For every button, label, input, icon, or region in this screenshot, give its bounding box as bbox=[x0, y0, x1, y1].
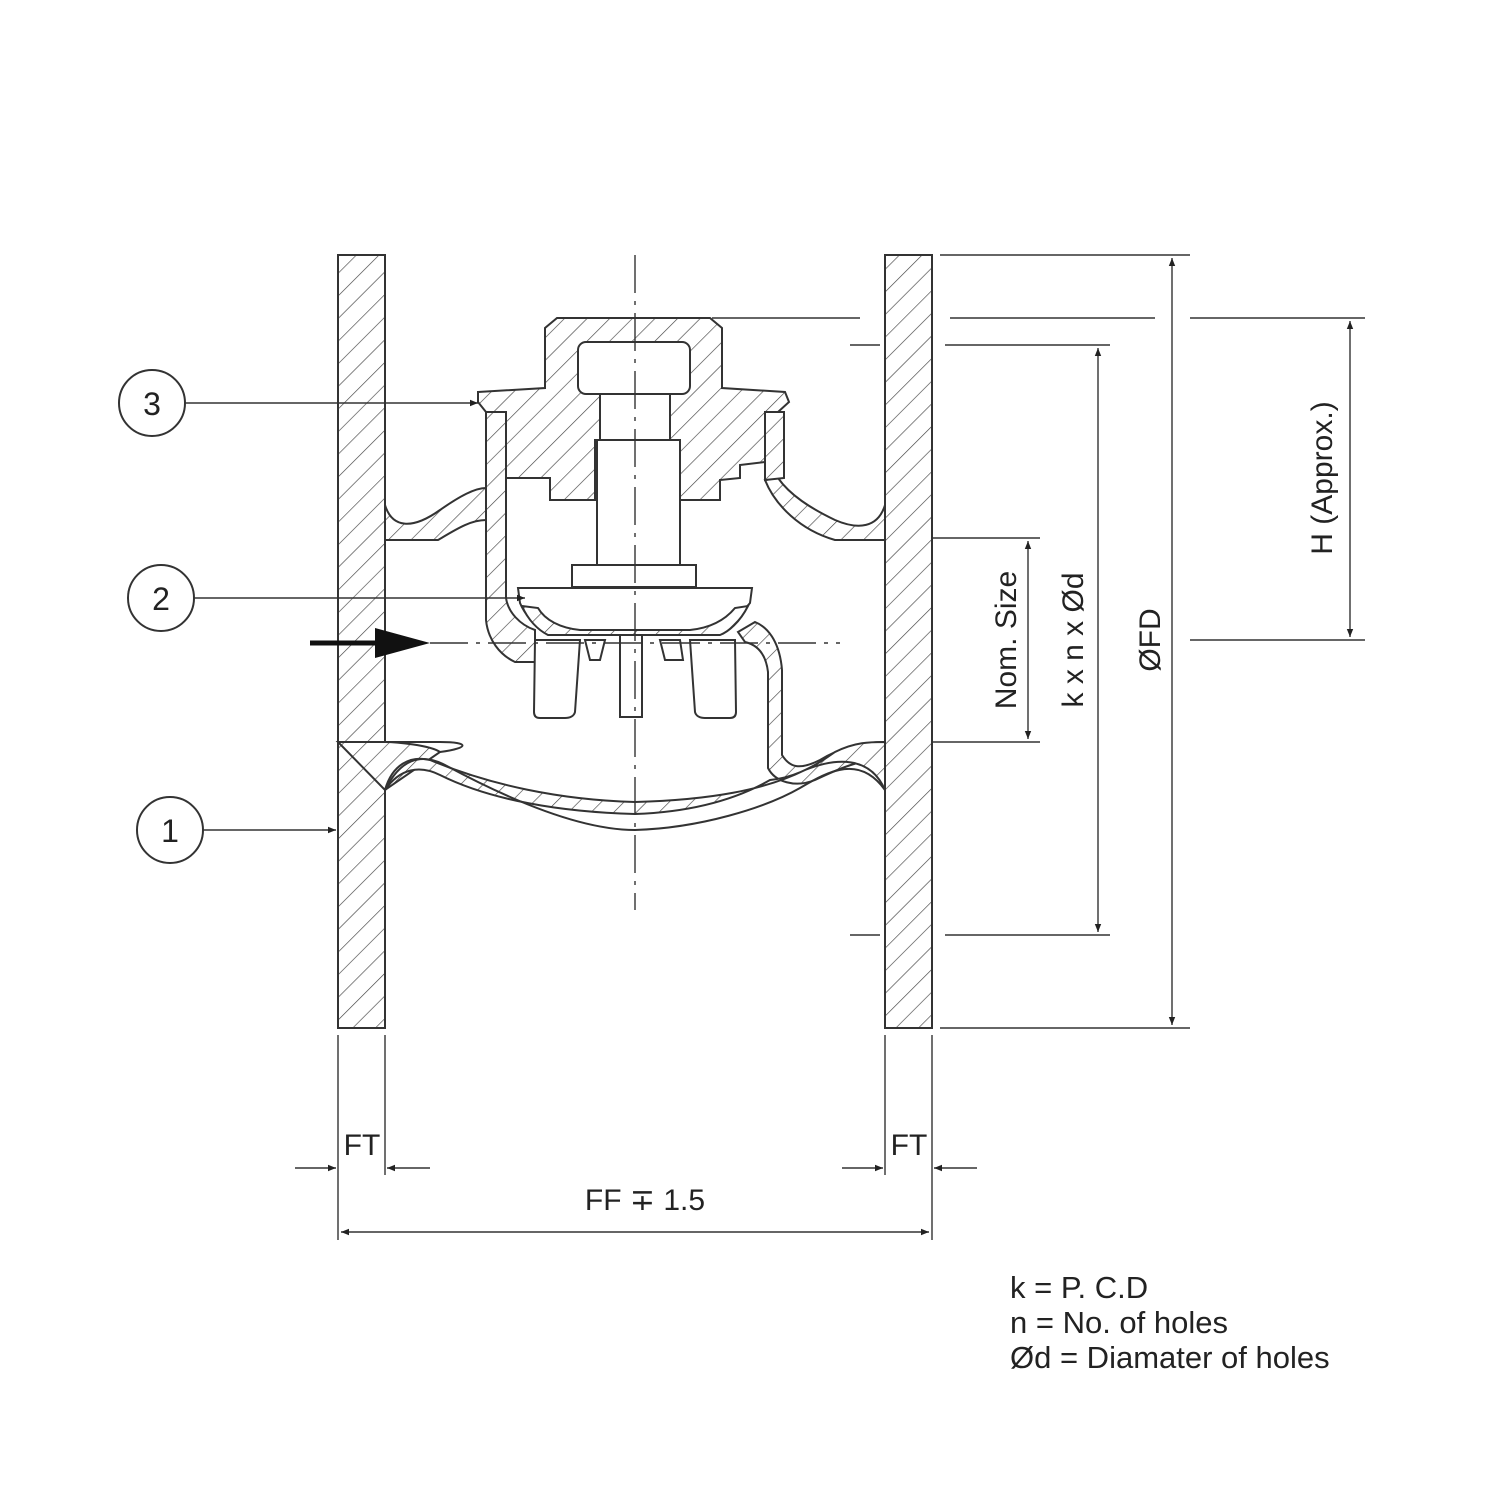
flange-diameter-label: ØFD bbox=[1134, 608, 1167, 671]
legend: k = P. C.D n = No. of holes Ød = Diamate… bbox=[1010, 1270, 1330, 1375]
balloon-1-number: 1 bbox=[161, 813, 179, 849]
guide-finger-right bbox=[688, 639, 738, 719]
valve-body bbox=[335, 254, 933, 1029]
balloon-3-number: 3 bbox=[143, 386, 161, 422]
finger-web-right bbox=[658, 639, 685, 661]
legend-line-3: Ød = Diamater of holes bbox=[1010, 1340, 1330, 1375]
stem bbox=[596, 439, 681, 566]
flow-direction-arrow bbox=[310, 628, 430, 658]
upper-wall-right bbox=[763, 476, 886, 541]
screw-head bbox=[577, 341, 691, 395]
ft-left-label: FT bbox=[344, 1129, 381, 1162]
ft-right-label: FT bbox=[891, 1129, 928, 1162]
legend-line-2: n = No. of holes bbox=[1010, 1305, 1228, 1340]
ff-label: FF ∓ 1.5 bbox=[585, 1184, 705, 1217]
guide-finger-left bbox=[532, 639, 582, 719]
upper-wall-left bbox=[384, 486, 487, 541]
guide-finger-center bbox=[619, 634, 643, 718]
bowl-inner-line bbox=[384, 758, 886, 832]
nom-size-label: Nom. Size bbox=[990, 571, 1023, 709]
pcd-label: k x n x Ød bbox=[1057, 572, 1090, 707]
right-flange bbox=[884, 254, 933, 1029]
stem-collar bbox=[571, 564, 697, 588]
balloon-3: 3 bbox=[118, 369, 478, 437]
balloon-2-number: 2 bbox=[152, 581, 170, 617]
height-label: H (Approx.) bbox=[1306, 401, 1339, 554]
balloon-1: 1 bbox=[136, 796, 336, 864]
body-neck-right bbox=[764, 411, 785, 482]
dimension-lines bbox=[295, 258, 1354, 1236]
legend-line-1: k = P. C.D bbox=[1010, 1270, 1148, 1305]
disc-seal bbox=[520, 604, 750, 636]
extension-lines bbox=[337, 254, 1365, 1240]
lower-wall-edge bbox=[338, 741, 464, 753]
bonnet-cap bbox=[477, 317, 791, 501]
finger-web-left bbox=[583, 639, 607, 661]
balloon-2: 2 bbox=[127, 564, 525, 632]
